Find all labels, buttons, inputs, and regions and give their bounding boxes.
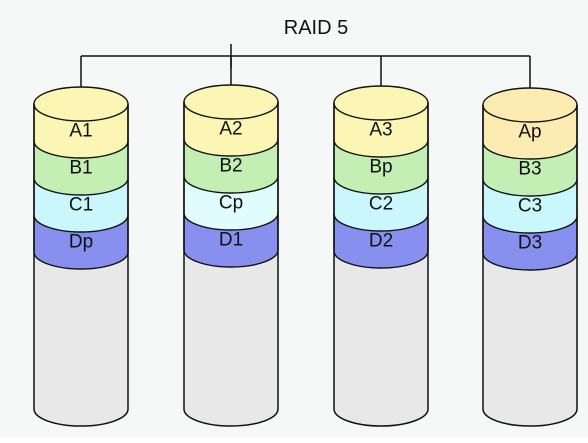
disk-outline xyxy=(482,105,578,427)
diagram-title: RAID 5 xyxy=(284,17,348,39)
block-label: A2 xyxy=(219,119,242,140)
block-label: C1 xyxy=(69,195,93,216)
controller-connectors xyxy=(80,44,531,88)
disk-top-cap xyxy=(33,86,129,122)
block-label: C2 xyxy=(369,194,393,215)
block-label: D1 xyxy=(219,230,243,251)
block-label: Cp xyxy=(219,193,243,214)
block-label: Dp xyxy=(69,232,93,253)
disk-outline xyxy=(333,103,429,427)
disk-free-space xyxy=(184,250,278,426)
block-label: B3 xyxy=(518,159,541,180)
disk-top-cap xyxy=(333,85,429,121)
disk-outline xyxy=(33,104,129,427)
block-label: D3 xyxy=(518,233,542,254)
block-label: Bp xyxy=(369,157,392,178)
block-label: A1 xyxy=(69,121,92,142)
disk-top-cap xyxy=(482,87,578,123)
block-label: C3 xyxy=(518,196,542,217)
disk-outline xyxy=(183,102,279,427)
block-label: Ap xyxy=(518,122,541,143)
block-label: B1 xyxy=(69,158,92,179)
disk-free-space xyxy=(334,251,428,426)
block-label: A3 xyxy=(369,120,392,141)
disk-free-space xyxy=(34,252,128,426)
block-label: D2 xyxy=(369,231,393,252)
disk-free-space xyxy=(483,253,577,426)
disk-top-cap xyxy=(183,84,279,120)
block-label: B2 xyxy=(219,156,242,177)
